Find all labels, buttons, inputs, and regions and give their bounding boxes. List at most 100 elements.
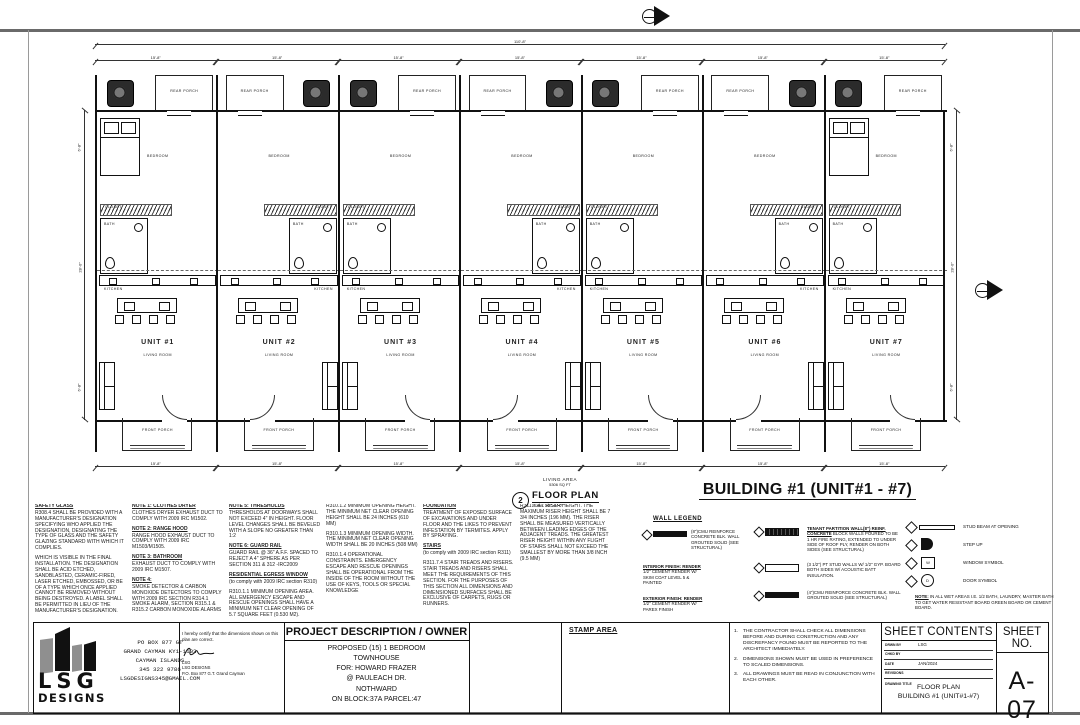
wall-legend-title: WALL LEGEND	[653, 516, 703, 522]
kitchen-counter	[827, 275, 945, 286]
kitchen-counter	[341, 275, 460, 286]
dimension-text: 15'-8"	[393, 461, 404, 466]
unit-walls: BEDROOM CLOSET BATH KITCHEN UNIT #3 LIVI…	[339, 109, 462, 423]
dimension-text: 28'-0"	[77, 262, 83, 273]
closet-rod	[342, 204, 416, 216]
bedroom-label: BEDROOM	[754, 154, 776, 158]
ac-unit-icon	[788, 80, 816, 107]
ceiling-break-line	[97, 270, 219, 271]
front-porch: FRONT PORCH	[122, 418, 193, 451]
sheet-contents-header: SHEET CONTENTS	[881, 623, 996, 641]
note-text: R310.1.2 MINIMUM OPENING HEIGHT. THE MIN…	[326, 504, 416, 527]
keynote-diamond-icon	[905, 521, 918, 534]
door-opening	[492, 420, 518, 423]
kitchen-label: KITCHEN	[589, 287, 609, 291]
sink	[322, 223, 332, 232]
note-text: R310.1.3 MINIMUM OPENING WIDTH. THE MINI…	[326, 530, 418, 549]
kitchen-counter	[706, 275, 824, 286]
dimension-line-left: 6'-8" 28'-0" 6'-8"	[76, 110, 85, 420]
ac-unit-icon	[106, 80, 134, 107]
bathroom: BATH	[585, 218, 634, 274]
bathroom: BATH	[531, 218, 580, 274]
wall-legend-text: EXTERIOR FINISH: RENDER 1/2" CEMENT REND…	[643, 596, 703, 612]
divider	[284, 623, 285, 713]
living-room-label: LIVING ROOM	[872, 353, 901, 357]
dimension-text: 15'-8"	[150, 461, 161, 466]
project-line: @ PAULEACH DR.	[346, 675, 407, 683]
door-opening	[404, 420, 430, 423]
dimension-text: 15'-8"	[272, 461, 283, 466]
sheet-no-header: SHEET NO.	[996, 623, 1048, 653]
wall-type-swatch	[753, 562, 799, 574]
window-symbol	[723, 109, 748, 116]
keynote-diamond-icon	[905, 557, 918, 570]
living-area-label: LIVING AREA	[542, 477, 578, 482]
bath-label: BATH	[292, 222, 304, 226]
closet-rod	[507, 204, 580, 216]
dimension-text: 6'-8"	[76, 143, 82, 152]
sink	[376, 223, 386, 232]
note-text: TREATMENT OF EXPOSED SURFACE OF EXCAVATI…	[423, 509, 512, 540]
rear-porch-label: REAR PORCH	[898, 89, 927, 93]
toilet	[590, 257, 601, 269]
note-text: GUARD RAIL @ 36" A.F.F. SPACED TO REJECT…	[229, 550, 318, 569]
logo-shape	[84, 641, 96, 671]
front-porch-label: FRONT PORCH	[749, 428, 780, 432]
bar-stools	[600, 315, 663, 324]
sofa	[341, 362, 358, 410]
wall-legend-text: TENANT PARTITION WALL(8") REINF. CONCRET…	[807, 526, 898, 553]
bathroom: BATH	[288, 218, 337, 274]
wet-area-note-head: NOTE:	[915, 594, 929, 599]
front-porch-label: FRONT PORCH	[506, 428, 538, 432]
closet-label: CLOSET	[833, 205, 851, 209]
kitchen-label: KITCHEN	[557, 287, 576, 291]
kitchen-label: KITCHEN	[346, 287, 366, 291]
sheet-contents-row: REVISIONS	[884, 670, 993, 679]
sheet-border-top	[0, 29, 1080, 32]
sofa	[827, 362, 844, 410]
stamp-area: STAMP AREA	[561, 623, 729, 713]
project-line: PROPOSED (15) 1 BEDROOM	[327, 645, 426, 652]
ac-unit-icon	[546, 80, 573, 107]
front-porch: FRONT PORCH	[365, 418, 436, 451]
window-symbol	[480, 109, 505, 116]
front-door-arc	[404, 395, 430, 420]
unit-plan: REAR PORCH BEDROOM CLOSET BATH KITCHEN U…	[823, 75, 947, 452]
section-marker-arrow-icon	[987, 280, 1003, 300]
note-text: THRESHOLDS AT DOORWAYS SHALL NOT EXCEED …	[229, 509, 321, 540]
wall-legend-heading: INTERIOR FINISH: RENDER	[643, 564, 701, 569]
closet-rod	[100, 204, 173, 216]
sheet-no-box: SHEET NO. A-07	[996, 623, 1048, 724]
bedroom-label: BEDROOM	[632, 154, 655, 158]
living-room-label: LIVING ROOM	[143, 353, 172, 357]
note-text: EXHAUST DUCT TO COMPLY WITH 2009 IRC M15…	[132, 561, 216, 574]
living-room-label: LIVING ROOM	[507, 353, 537, 357]
kitchen-island	[602, 298, 663, 313]
bedroom-label: BEDROOM	[511, 154, 533, 158]
front-door-arc	[161, 395, 187, 420]
window-symbol-icon: W	[921, 557, 935, 569]
toilet	[347, 257, 358, 269]
divider	[729, 623, 730, 713]
wall-type-swatch	[753, 590, 799, 602]
closet-label: CLOSET	[590, 205, 608, 209]
front-porch-label: FRONT PORCH	[384, 428, 416, 432]
note-heading: SAFETY GLASS	[35, 504, 74, 509]
wall-legend-text: INTERIOR FINISH: RENDER 1/2" CEMENT REND…	[643, 564, 701, 585]
dimension-segment: 15'-8"	[459, 55, 581, 61]
dimension-text: 15'-8"	[514, 55, 526, 60]
dimension-text: 110'-8"	[513, 39, 527, 44]
address-line: 345 322 9786	[139, 665, 181, 673]
bar-stools	[843, 315, 906, 324]
logo-text-designs: DESIGNS	[38, 691, 106, 705]
front-porch: FRONT PORCH	[608, 418, 679, 451]
bath-label: BATH	[535, 222, 547, 226]
dimension-text: 6'-8"	[76, 383, 82, 392]
project-header: PROJECT DESCRIPTION / OWNER	[284, 623, 469, 641]
closet-label: CLOSET	[557, 205, 575, 209]
plan-label: FLOOR PLAN	[532, 490, 599, 503]
